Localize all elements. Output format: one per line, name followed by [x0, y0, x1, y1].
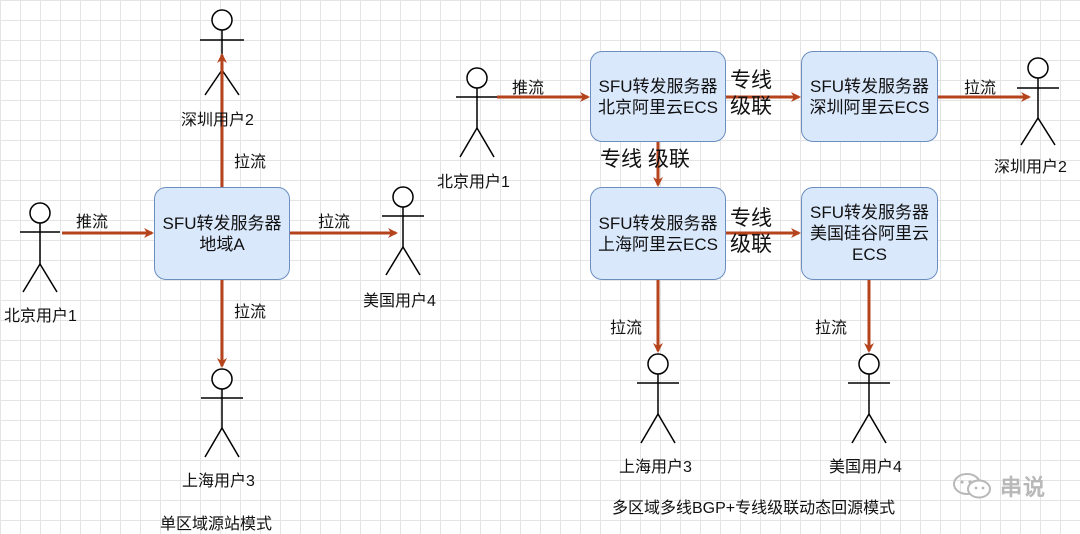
- pull-label-down-left: 拉流: [234, 304, 267, 321]
- caption-left: 单区域源站模式: [160, 516, 273, 533]
- link-label-line: 专线: [730, 207, 772, 230]
- wechat-icon: [953, 473, 991, 499]
- actor-beijing-left-icon: [20, 202, 60, 293]
- user-beijing-left-label: 北京用户1: [4, 308, 77, 325]
- push-label-right: 推流: [512, 80, 545, 97]
- actor-us-left-icon: [382, 186, 424, 276]
- pull-label-right-left: 拉流: [318, 214, 351, 231]
- actor-shenzhen-left-icon: [200, 9, 244, 96]
- box-line: SFU转发服务器: [810, 203, 929, 222]
- actor-shenzhen-right-icon: [1017, 57, 1059, 146]
- actor-us-right-icon: [848, 353, 890, 444]
- sfu-server-region-a: SFU转发服务器 地域A: [154, 187, 290, 280]
- box-line: SFU转发服务器: [162, 213, 282, 233]
- pull-label-shanghai-right: 拉流: [610, 320, 643, 337]
- sfu-server-shenzhen: SFU转发服务器 深圳阿里云ECS: [801, 51, 938, 142]
- actor-beijing-right-icon: [456, 67, 498, 158]
- pull-label-up-left: 拉流: [234, 154, 267, 171]
- box-line: 北京阿里云ECS: [598, 97, 718, 117]
- box-line: ECS: [852, 245, 887, 264]
- caption-right: 多区域多线BGP+专线级联动态回源模式: [612, 500, 896, 517]
- user-shenzhen-right-label: 深圳用户2: [994, 159, 1067, 176]
- actor-shanghai-right-icon: [637, 353, 679, 444]
- link-label-bottom: 专线 级联: [730, 206, 772, 258]
- box-line: 深圳阿里云ECS: [809, 97, 930, 117]
- sfu-server-shanghai: SFU转发服务器 上海阿里云ECS: [590, 187, 726, 280]
- actor-shanghai-left-icon: [201, 368, 243, 458]
- link-label-line: 级联: [730, 95, 772, 118]
- box-line: 上海阿里云ECS: [598, 234, 718, 254]
- sfu-server-beijing: SFU转发服务器 北京阿里云ECS: [590, 51, 726, 142]
- link-label-line: 级联: [730, 233, 772, 256]
- pull-label-us-right: 拉流: [815, 320, 848, 337]
- user-us-right-label: 美国用户4: [829, 459, 902, 476]
- user-shanghai-right-label: 上海用户3: [619, 459, 692, 476]
- push-label-left: 推流: [76, 214, 109, 231]
- user-shanghai-left-label: 上海用户3: [182, 473, 255, 490]
- sfu-server-us: SFU转发服务器 美国硅谷阿里云 ECS: [801, 187, 938, 280]
- watermark: 串说: [999, 475, 1046, 500]
- user-shenzhen-left-label: 深圳用户2: [181, 112, 254, 129]
- link-label-top: 专线 级联: [730, 68, 772, 120]
- user-us-left-label: 美国用户4: [363, 293, 436, 310]
- link-label-middle: 专线 级联: [600, 148, 690, 171]
- user-beijing-right-label: 北京用户1: [437, 174, 510, 191]
- box-line: SFU转发服务器: [810, 76, 929, 96]
- link-label-line: 专线: [730, 69, 772, 92]
- box-line: 地域A: [199, 234, 245, 254]
- box-line: SFU转发服务器: [598, 213, 718, 233]
- box-line: 美国硅谷阿里云: [810, 224, 929, 243]
- pull-label-shenzhen-right: 拉流: [964, 80, 997, 97]
- box-line: SFU转发服务器: [598, 76, 718, 96]
